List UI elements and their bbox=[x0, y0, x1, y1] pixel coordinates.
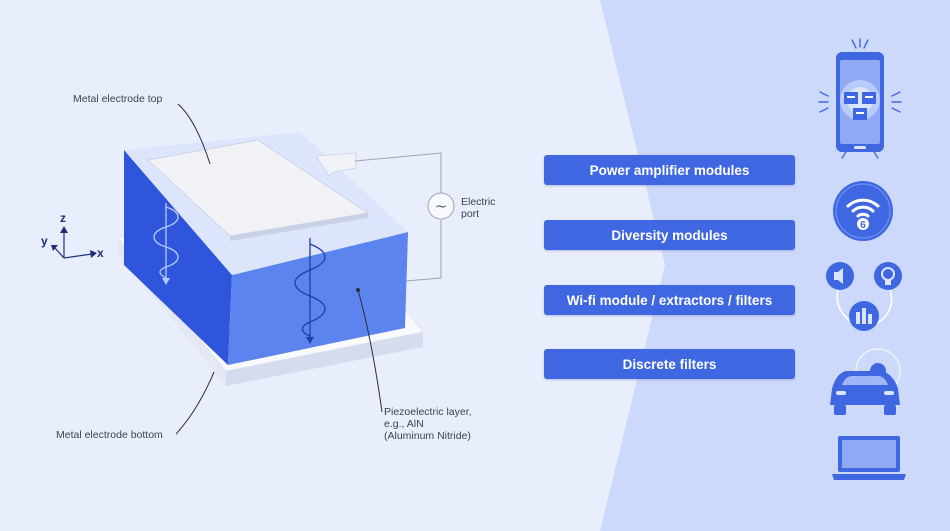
piezo-block-front-face bbox=[228, 232, 408, 365]
car-icon bbox=[830, 348, 901, 415]
top-electrode-edge bbox=[230, 213, 368, 241]
y-axis-arrow bbox=[51, 245, 58, 251]
wifi-badge-text: 6 bbox=[860, 220, 866, 231]
electric-port-symbol bbox=[427, 192, 455, 220]
label-piezo-line3: (Aluminum Nitride) bbox=[384, 430, 471, 442]
wave-front-arrowhead bbox=[306, 337, 314, 344]
label-piezo-layer: Piezoelectric layer, e.g., AlN (Aluminum… bbox=[384, 406, 472, 442]
module-diversity[interactable]: Diversity modules bbox=[544, 220, 795, 250]
port-tilde: ~ bbox=[435, 197, 448, 215]
smartphone-icon bbox=[818, 38, 902, 159]
laptop-icon bbox=[832, 436, 906, 480]
wifi-6-icon: 6 bbox=[833, 181, 893, 241]
port-wire-bottom bbox=[405, 220, 442, 282]
label-electric-port-line1: Electric bbox=[461, 196, 496, 208]
leader-piezo-dot bbox=[356, 288, 360, 292]
leader-top-electrode bbox=[177, 103, 211, 165]
label-electric-port: Electric port bbox=[461, 196, 495, 220]
wave-left-arrowhead bbox=[162, 278, 170, 285]
top-electrode-tab bbox=[315, 152, 357, 177]
module-wifi[interactable]: Wi-fi module / extractors / filters bbox=[544, 285, 795, 315]
label-top-electrode: Metal electrode top bbox=[73, 93, 163, 105]
axis-label-x: x bbox=[97, 246, 104, 260]
label-piezo-line2: e.g., AlN bbox=[384, 418, 424, 430]
bottom-electrode-front-edge bbox=[226, 332, 423, 386]
label-bottom-electrode: Metal electrode bottom bbox=[56, 429, 163, 441]
module-power-amplifier[interactable]: Power amplifier modules bbox=[544, 155, 795, 185]
axis-label-z: z bbox=[60, 211, 66, 225]
module-discrete-filters[interactable]: Discrete filters bbox=[544, 349, 795, 379]
leader-bottom-electrode bbox=[175, 371, 215, 435]
leader-piezo-layer bbox=[357, 289, 383, 413]
z-axis-arrow bbox=[60, 226, 68, 233]
x-axis-line bbox=[63, 253, 93, 259]
smart-home-icon bbox=[826, 262, 902, 331]
label-electric-port-line2: port bbox=[461, 208, 480, 220]
y-axis-line bbox=[54, 247, 65, 259]
x-axis-arrow bbox=[90, 250, 97, 258]
label-piezo-line1: Piezoelectric layer, bbox=[384, 406, 472, 418]
axis-label-y: y bbox=[41, 234, 48, 248]
port-wire-top bbox=[354, 152, 442, 193]
